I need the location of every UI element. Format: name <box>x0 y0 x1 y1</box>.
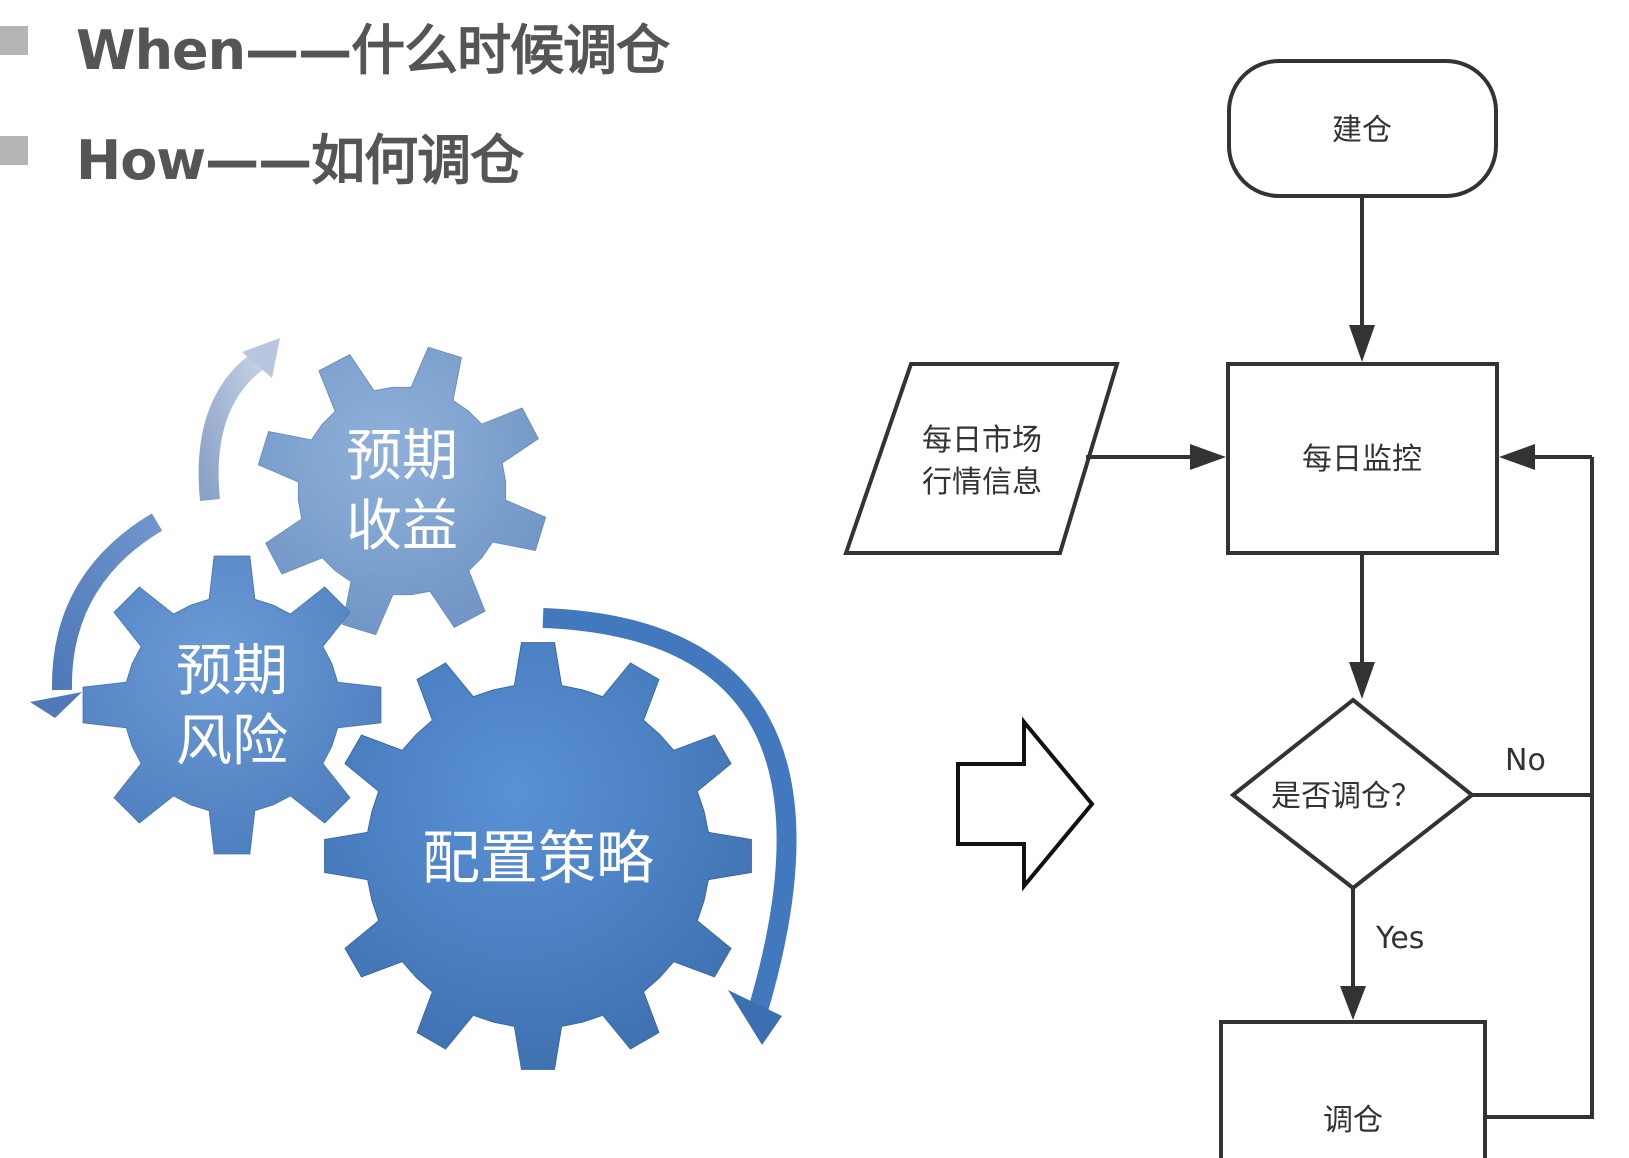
gear-expected-return <box>257 346 547 636</box>
gear-return-label-2: 收益 <box>346 494 458 559</box>
arrowhead-icon <box>1499 444 1535 470</box>
curved-arrow-left-icon <box>30 513 163 718</box>
gear-risk-label-2: 风险 <box>176 709 288 774</box>
arrowhead-icon <box>1349 325 1375 362</box>
flow-input-label-2: 行情信息 <box>922 465 1042 500</box>
bullet-square <box>0 136 28 165</box>
flow-yes-label: Yes <box>1375 921 1424 956</box>
flow-decision-label: 是否调仓？ <box>1271 779 1421 814</box>
gear-allocation-strategy <box>324 642 752 1070</box>
arrowhead-icon <box>1190 444 1226 470</box>
hollow-right-arrow-icon <box>956 716 1095 892</box>
bullet-square <box>0 26 28 55</box>
flow-start-label: 建仓 <box>1332 113 1392 148</box>
gear-return-label-1: 预期 <box>346 424 458 489</box>
flow-rebalance-box <box>1219 1020 1487 1158</box>
flow-input-label-1: 每日市场 <box>922 423 1042 458</box>
gear-strategy-label: 配置策略 <box>422 824 654 892</box>
flow-no-label: No <box>1505 743 1546 778</box>
flow-rebalance-label: 调仓 <box>1323 1103 1383 1138</box>
arrowhead-icon <box>1349 662 1375 699</box>
curved-arrow-top-icon <box>198 338 280 501</box>
curved-arrow-large-icon <box>542 608 797 1045</box>
heading-when: When——什么时候调仓 <box>76 19 670 82</box>
arrowhead-icon <box>1340 986 1366 1020</box>
flow-input-parallelogram <box>843 362 1120 555</box>
flow-monitor-label: 每日监控 <box>1302 442 1422 477</box>
heading-how: How——如何调仓 <box>76 129 524 192</box>
gear-expected-risk <box>82 555 382 855</box>
gear-risk-label-1: 预期 <box>176 639 288 704</box>
